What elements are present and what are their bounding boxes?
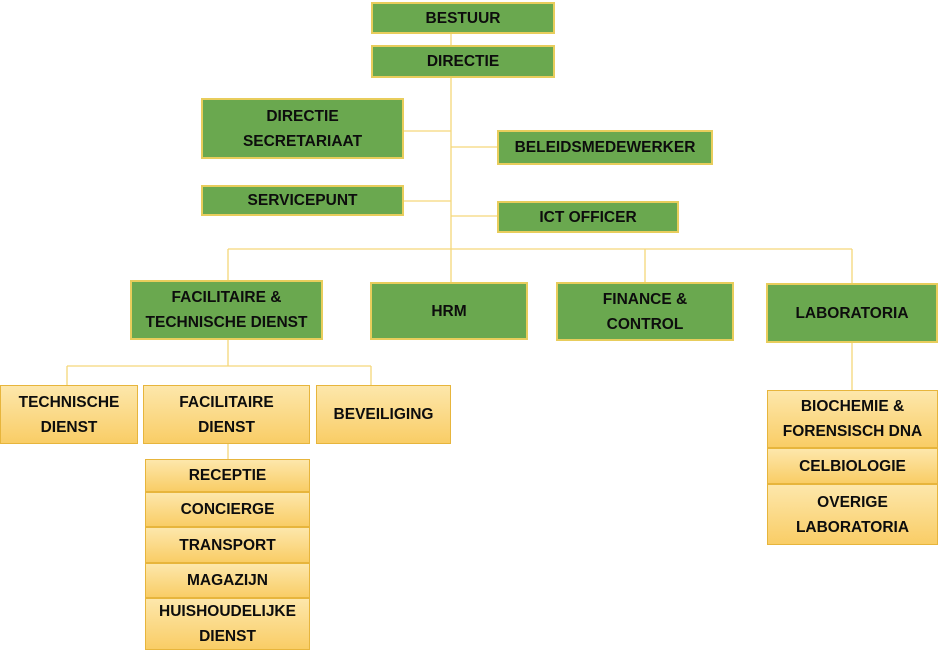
label-huishoudelijke-dienst: HUISHOUDELIJKE DIENST [159, 603, 296, 645]
label-ict-officer: ICT OFFICER [539, 208, 637, 226]
label-directie: DIRECTIE [426, 53, 500, 70]
label-bestuur: BESTUUR [425, 9, 501, 27]
label-laboratoria: LABORATORIA [795, 304, 909, 322]
box-finance-control: FINANCE & CONTROL [556, 282, 734, 341]
label-finance-control: FINANCE & CONTROL [602, 290, 688, 333]
box-directie-secretariaat: DIRECTIE SECRETARIAAT [201, 98, 404, 159]
box-beveiliging: BEVEILIGING [316, 385, 451, 444]
box-hrm: HRM [370, 282, 528, 340]
label-beleidsmedewerker: BELEIDSMEDEWERKER [514, 139, 696, 156]
box-bestuur: BESTUUR [371, 2, 555, 34]
label-biochemie-forensisch-dna: BIOCHEMIE & FORENSISCH DNA [782, 398, 923, 440]
label-facilitaire-technische-dienst: FACILITAIRE & TECHNISCHE DIENST [145, 289, 308, 331]
box-magazijn: MAGAZIJN [145, 563, 310, 598]
label-receptie: RECEPTIE [188, 467, 267, 484]
label-celbiologie: CELBIOLOGIE [799, 457, 906, 475]
label-facilitaire-dienst: FACILITAIRE DIENST [179, 393, 274, 436]
box-beleidsmedewerker: BELEIDSMEDEWERKER [497, 130, 713, 165]
box-directie: DIRECTIE [371, 45, 555, 78]
box-facilitaire-dienst: FACILITAIRE DIENST [143, 385, 310, 444]
box-celbiologie: CELBIOLOGIE [767, 448, 938, 484]
box-facilitaire-technische-dienst: FACILITAIRE & TECHNISCHE DIENST [130, 280, 323, 340]
box-biochemie-forensisch-dna: BIOCHEMIE & FORENSISCH DNA [767, 390, 938, 448]
box-laboratoria: LABORATORIA [766, 283, 938, 343]
label-magazijn: MAGAZIJN [187, 572, 268, 589]
box-overige-laboratoria: OVERIGE LABORATORIA [767, 484, 938, 545]
label-overige-laboratoria: OVERIGE LABORATORIA [795, 493, 910, 536]
label-beveiliging: BEVEILIGING [333, 406, 434, 423]
box-receptie: RECEPTIE [145, 459, 310, 492]
box-transport: TRANSPORT [145, 527, 310, 563]
box-ict-officer: ICT OFFICER [497, 201, 679, 233]
box-huishoudelijke-dienst: HUISHOUDELIJKE DIENST [145, 598, 310, 650]
label-hrm: HRM [431, 302, 467, 320]
box-servicepunt: SERVICEPUNT [201, 185, 404, 216]
box-concierge: CONCIERGE [145, 492, 310, 527]
label-transport: TRANSPORT [179, 536, 276, 554]
box-technische-dienst: TECHNISCHE DIENST [0, 385, 138, 444]
label-directie-secretariaat: DIRECTIE SECRETARIAAT [242, 107, 363, 150]
label-technische-dienst: TECHNISCHE DIENST [18, 393, 120, 436]
label-concierge: CONCIERGE [180, 501, 275, 518]
label-servicepunt: SERVICEPUNT [247, 192, 358, 209]
